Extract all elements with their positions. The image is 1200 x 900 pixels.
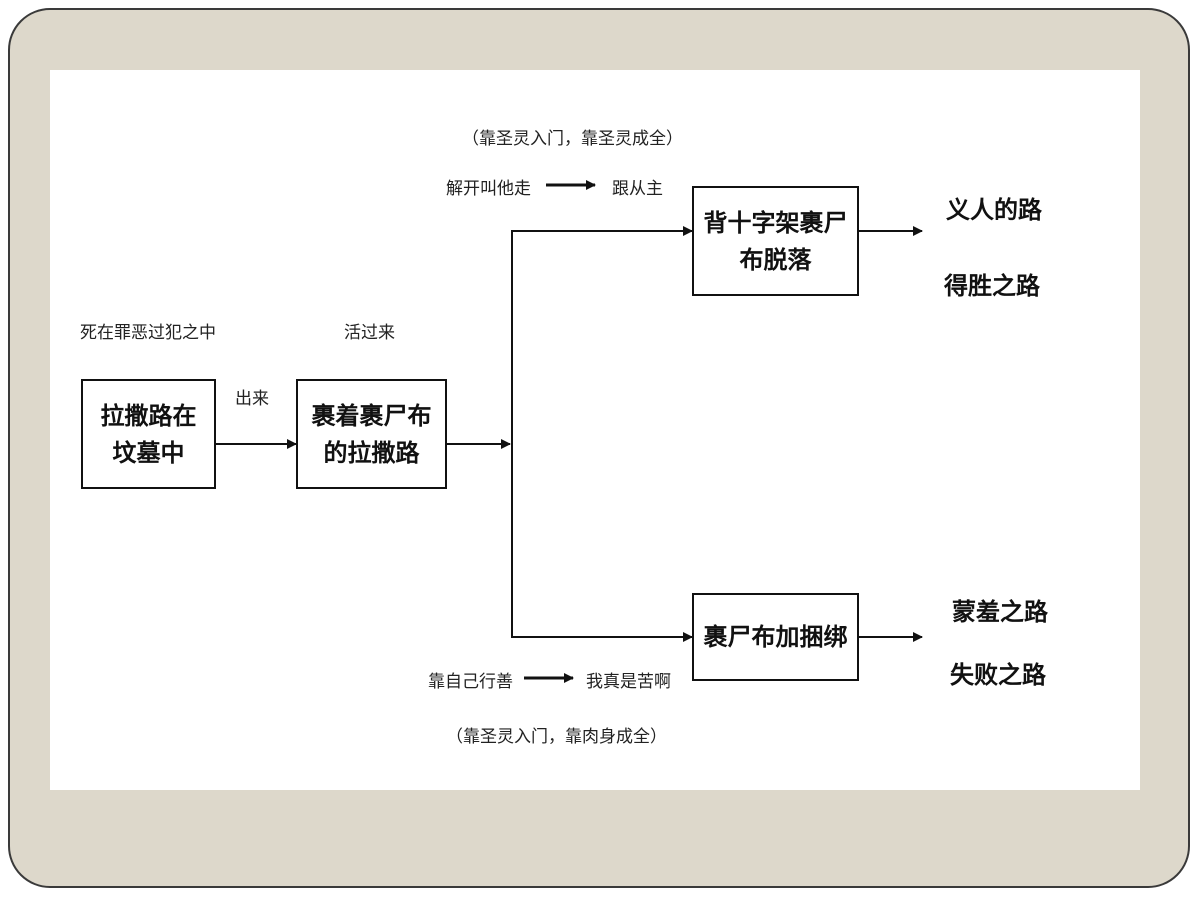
victory-road-label: 得胜之路 [944, 271, 1040, 300]
bottom-path-note: （靠圣灵入门，靠肉身成全） [446, 727, 667, 747]
bottom-path-right-label: 我真是苦啊 [586, 672, 671, 692]
cross-box-text: 背十字架裹尸 布脱落 [703, 207, 848, 274]
come-out-label: 出来 [235, 389, 269, 409]
wrapped-lazarus-box: 裹着裹尸布 的拉撒路 [296, 379, 447, 489]
wrapped-lazarus-box-text: 裹着裹尸布 的拉撒路 [311, 400, 432, 467]
top-path-right-label: 跟从主 [612, 179, 663, 199]
shame-road-label: 蒙羞之路 [952, 597, 1048, 626]
cross-box: 背十字架裹尸 布脱落 [692, 186, 859, 296]
bottom-path-left-label: 靠自己行善 [428, 672, 513, 692]
top-path-note: （靠圣灵入门，靠圣灵成全） [462, 129, 683, 149]
bound-box-text: 裹尸布加捆绑 [703, 622, 848, 652]
tomb-box-text: 拉撒路在 坟墓中 [100, 400, 197, 467]
tomb-box: 拉撒路在 坟墓中 [81, 379, 216, 489]
righteous-road-label: 义人的路 [946, 195, 1042, 224]
failure-road-label: 失败之路 [950, 660, 1046, 689]
diagram-canvas [50, 70, 1140, 790]
dead-in-sin-label: 死在罪恶过犯之中 [80, 323, 216, 343]
top-path-left-label: 解开叫他走 [446, 179, 531, 199]
bound-box: 裹尸布加捆绑 [692, 593, 859, 681]
come-alive-label: 活过来 [344, 323, 395, 343]
